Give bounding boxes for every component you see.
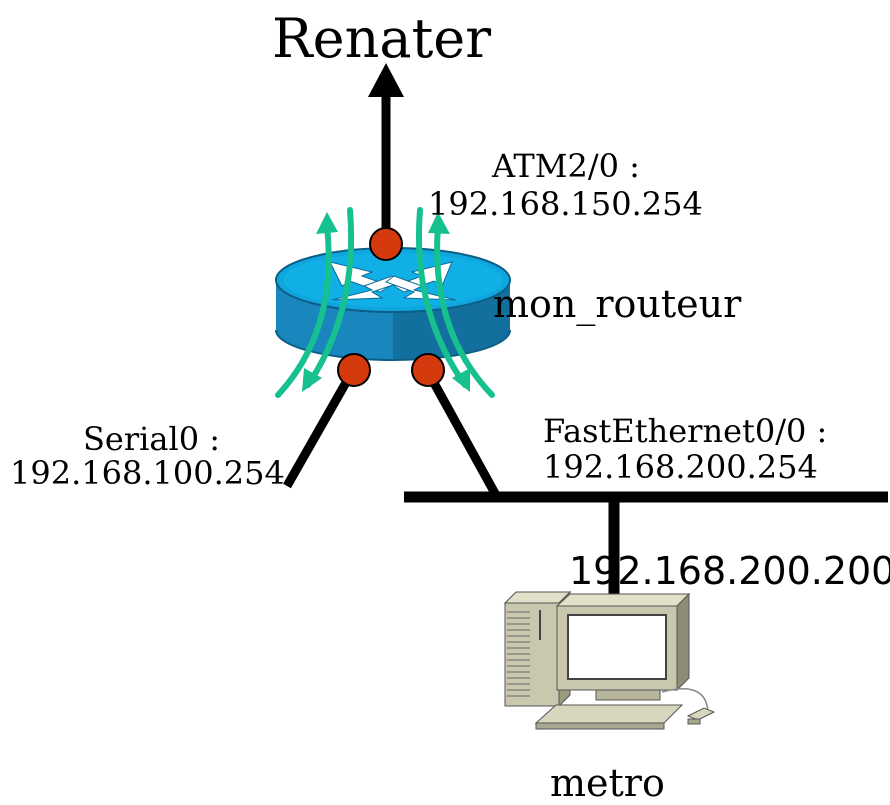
arrowhead-up-icon — [316, 212, 338, 234]
interface-dot-fastethernet — [411, 353, 445, 387]
interface-dot-atm — [369, 227, 403, 261]
flow-arrowheads — [302, 212, 470, 392]
serial-link — [283, 369, 356, 489]
host-name: metro — [550, 761, 665, 805]
router-name: mon_routeur — [493, 282, 742, 326]
arrowhead-down-icon — [302, 368, 322, 392]
flow-arrow-down-left — [305, 207, 355, 388]
interface-dot-serial — [337, 353, 371, 387]
atm-interface-name: ATM2/0 : — [492, 147, 640, 185]
arrowhead-down-icon — [452, 368, 470, 392]
serial-interface-name: Serial0 : — [83, 420, 221, 458]
up-arrow-icon — [368, 63, 404, 97]
fastethernet-interface-name: FastEthernet0/0 : — [543, 412, 828, 450]
fastethernet-interface-ip: 192.168.200.254 — [543, 448, 818, 486]
flow-arrows — [275, 207, 495, 398]
page-title: Renater — [272, 7, 492, 70]
atm-interface-ip: 192.168.150.254 — [428, 185, 703, 223]
fastethernet-link — [424, 369, 501, 500]
flow-arrow-down-right — [415, 207, 468, 388]
host-ip: 192.168.200.200 — [569, 549, 890, 593]
wan-link-renater — [368, 63, 404, 246]
computer-icon — [503, 590, 716, 730]
flow-arrow-up-left — [275, 223, 332, 398]
flow-arrow-up-right — [434, 223, 495, 398]
serial-interface-ip: 192.168.100.254 — [10, 454, 285, 492]
arrowhead-up-icon — [428, 212, 450, 234]
